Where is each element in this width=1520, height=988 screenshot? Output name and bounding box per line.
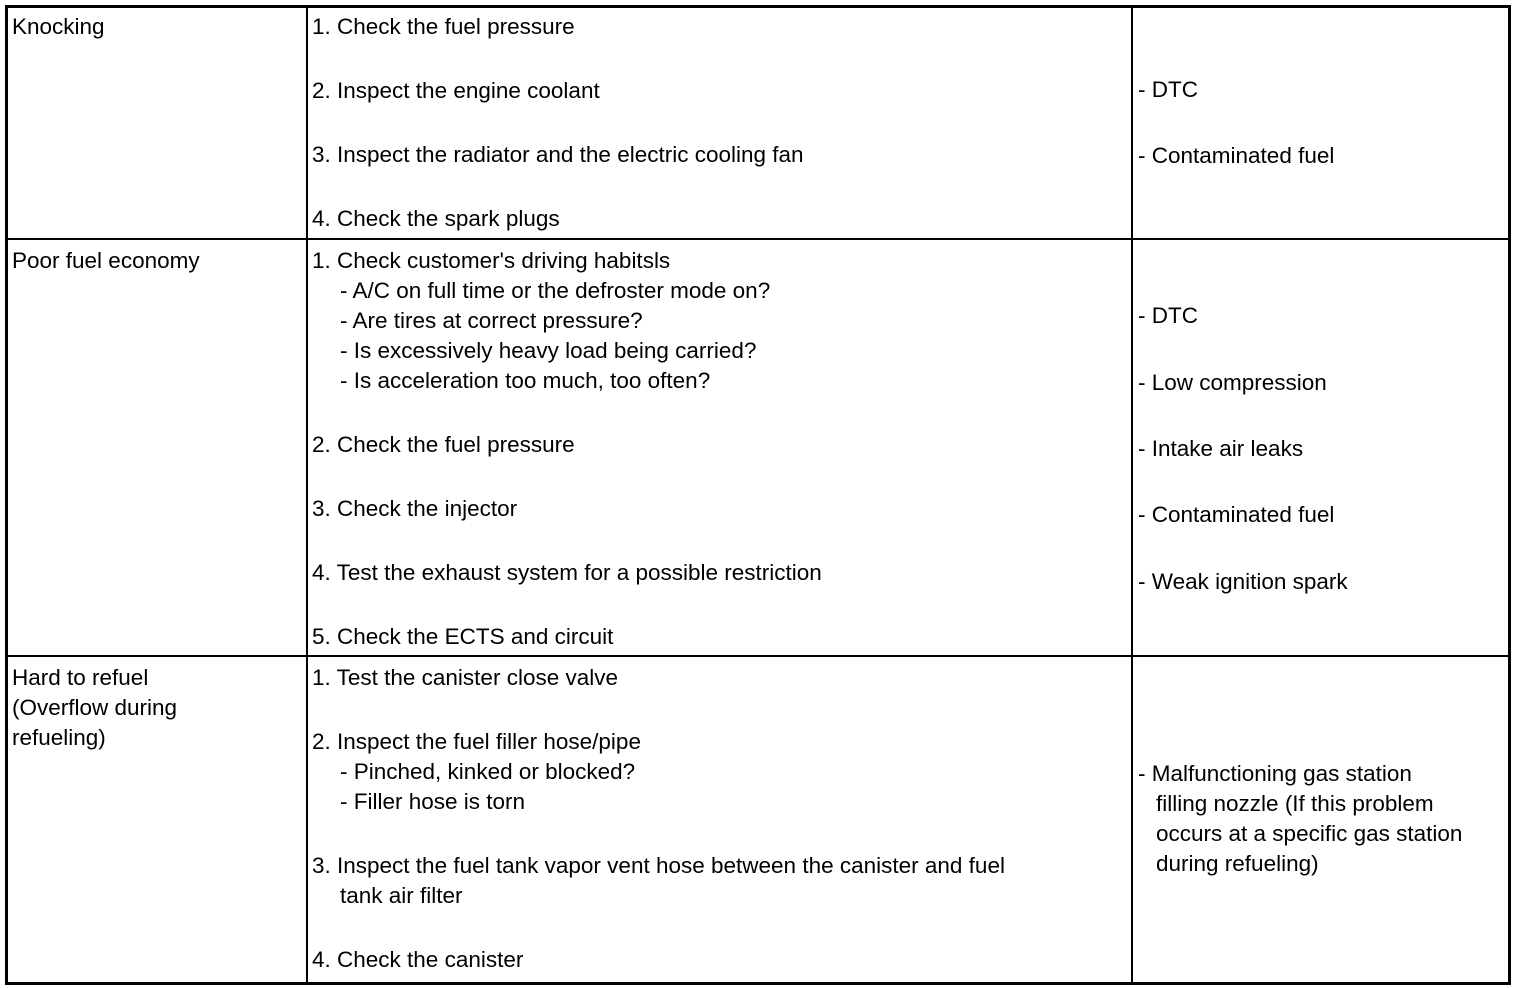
possible-cause-continuation: during refueling) bbox=[1156, 851, 1319, 876]
procedure-step: 1. Check customer's driving habitsls bbox=[312, 248, 671, 273]
procedure-step: 4. Check the canister bbox=[312, 947, 524, 972]
procedure-substep: - Filler hose is torn bbox=[340, 789, 526, 814]
procedure-substep: - Is excessively heavy load being carrie… bbox=[340, 338, 757, 363]
procedure-step: 4. Test the exhaust system for a possibl… bbox=[312, 560, 822, 585]
possible-cause: - Malfunctioning gas station bbox=[1138, 761, 1412, 786]
procedure-substep: - Is acceleration too much, too often? bbox=[340, 368, 711, 393]
possible-cause: - Contaminated fuel bbox=[1138, 143, 1335, 168]
procedure-step: 1. Test the canister close valve bbox=[312, 665, 618, 690]
possible-cause: - Weak ignition spark bbox=[1138, 569, 1348, 594]
procedure-step-continuation: tank air filter bbox=[340, 883, 463, 908]
column-divider bbox=[1131, 8, 1133, 982]
possible-cause: - Contaminated fuel bbox=[1138, 502, 1335, 527]
row-divider bbox=[8, 655, 1508, 657]
symptom-hard-to-refuel: refueling) bbox=[12, 725, 106, 750]
symptom-hard-to-refuel: Hard to refuel bbox=[12, 665, 149, 690]
symptom-knocking: Knocking bbox=[12, 14, 105, 39]
procedure-step: 4. Check the spark plugs bbox=[312, 206, 560, 231]
procedure-step: 2. Inspect the engine coolant bbox=[312, 78, 600, 103]
procedure-step: 3. Inspect the radiator and the electric… bbox=[312, 142, 804, 167]
column-divider bbox=[306, 8, 308, 982]
possible-cause-continuation: occurs at a specific gas station bbox=[1156, 821, 1463, 846]
possible-cause-continuation: filling nozzle (If this problem bbox=[1156, 791, 1434, 816]
symptom-hard-to-refuel: (Overflow during bbox=[12, 695, 178, 720]
possible-cause: - DTC bbox=[1138, 77, 1198, 102]
procedure-step: 2. Check the fuel pressure bbox=[312, 432, 575, 457]
possible-cause: - Intake air leaks bbox=[1138, 436, 1304, 461]
procedure-step: 5. Check the ECTS and circuit bbox=[312, 624, 614, 649]
possible-cause: - Low compression bbox=[1138, 370, 1327, 395]
diagnostic-table: Knocking 1. Check the fuel pressure 2. I… bbox=[5, 5, 1511, 985]
procedure-step: 2. Inspect the fuel filler hose/pipe bbox=[312, 729, 641, 754]
procedure-substep: - Are tires at correct pressure? bbox=[340, 308, 643, 333]
procedure-substep: - A/C on full time or the defroster mode… bbox=[340, 278, 771, 303]
row-divider bbox=[8, 238, 1508, 240]
procedure-step: 3. Inspect the fuel tank vapor vent hose… bbox=[312, 853, 1005, 878]
procedure-step: 3. Check the injector bbox=[312, 496, 518, 521]
procedure-substep: - Pinched, kinked or blocked? bbox=[340, 759, 636, 784]
possible-cause: - DTC bbox=[1138, 303, 1198, 328]
procedure-step: 1. Check the fuel pressure bbox=[312, 14, 575, 39]
symptom-poor-fuel-economy: Poor fuel economy bbox=[12, 248, 200, 273]
